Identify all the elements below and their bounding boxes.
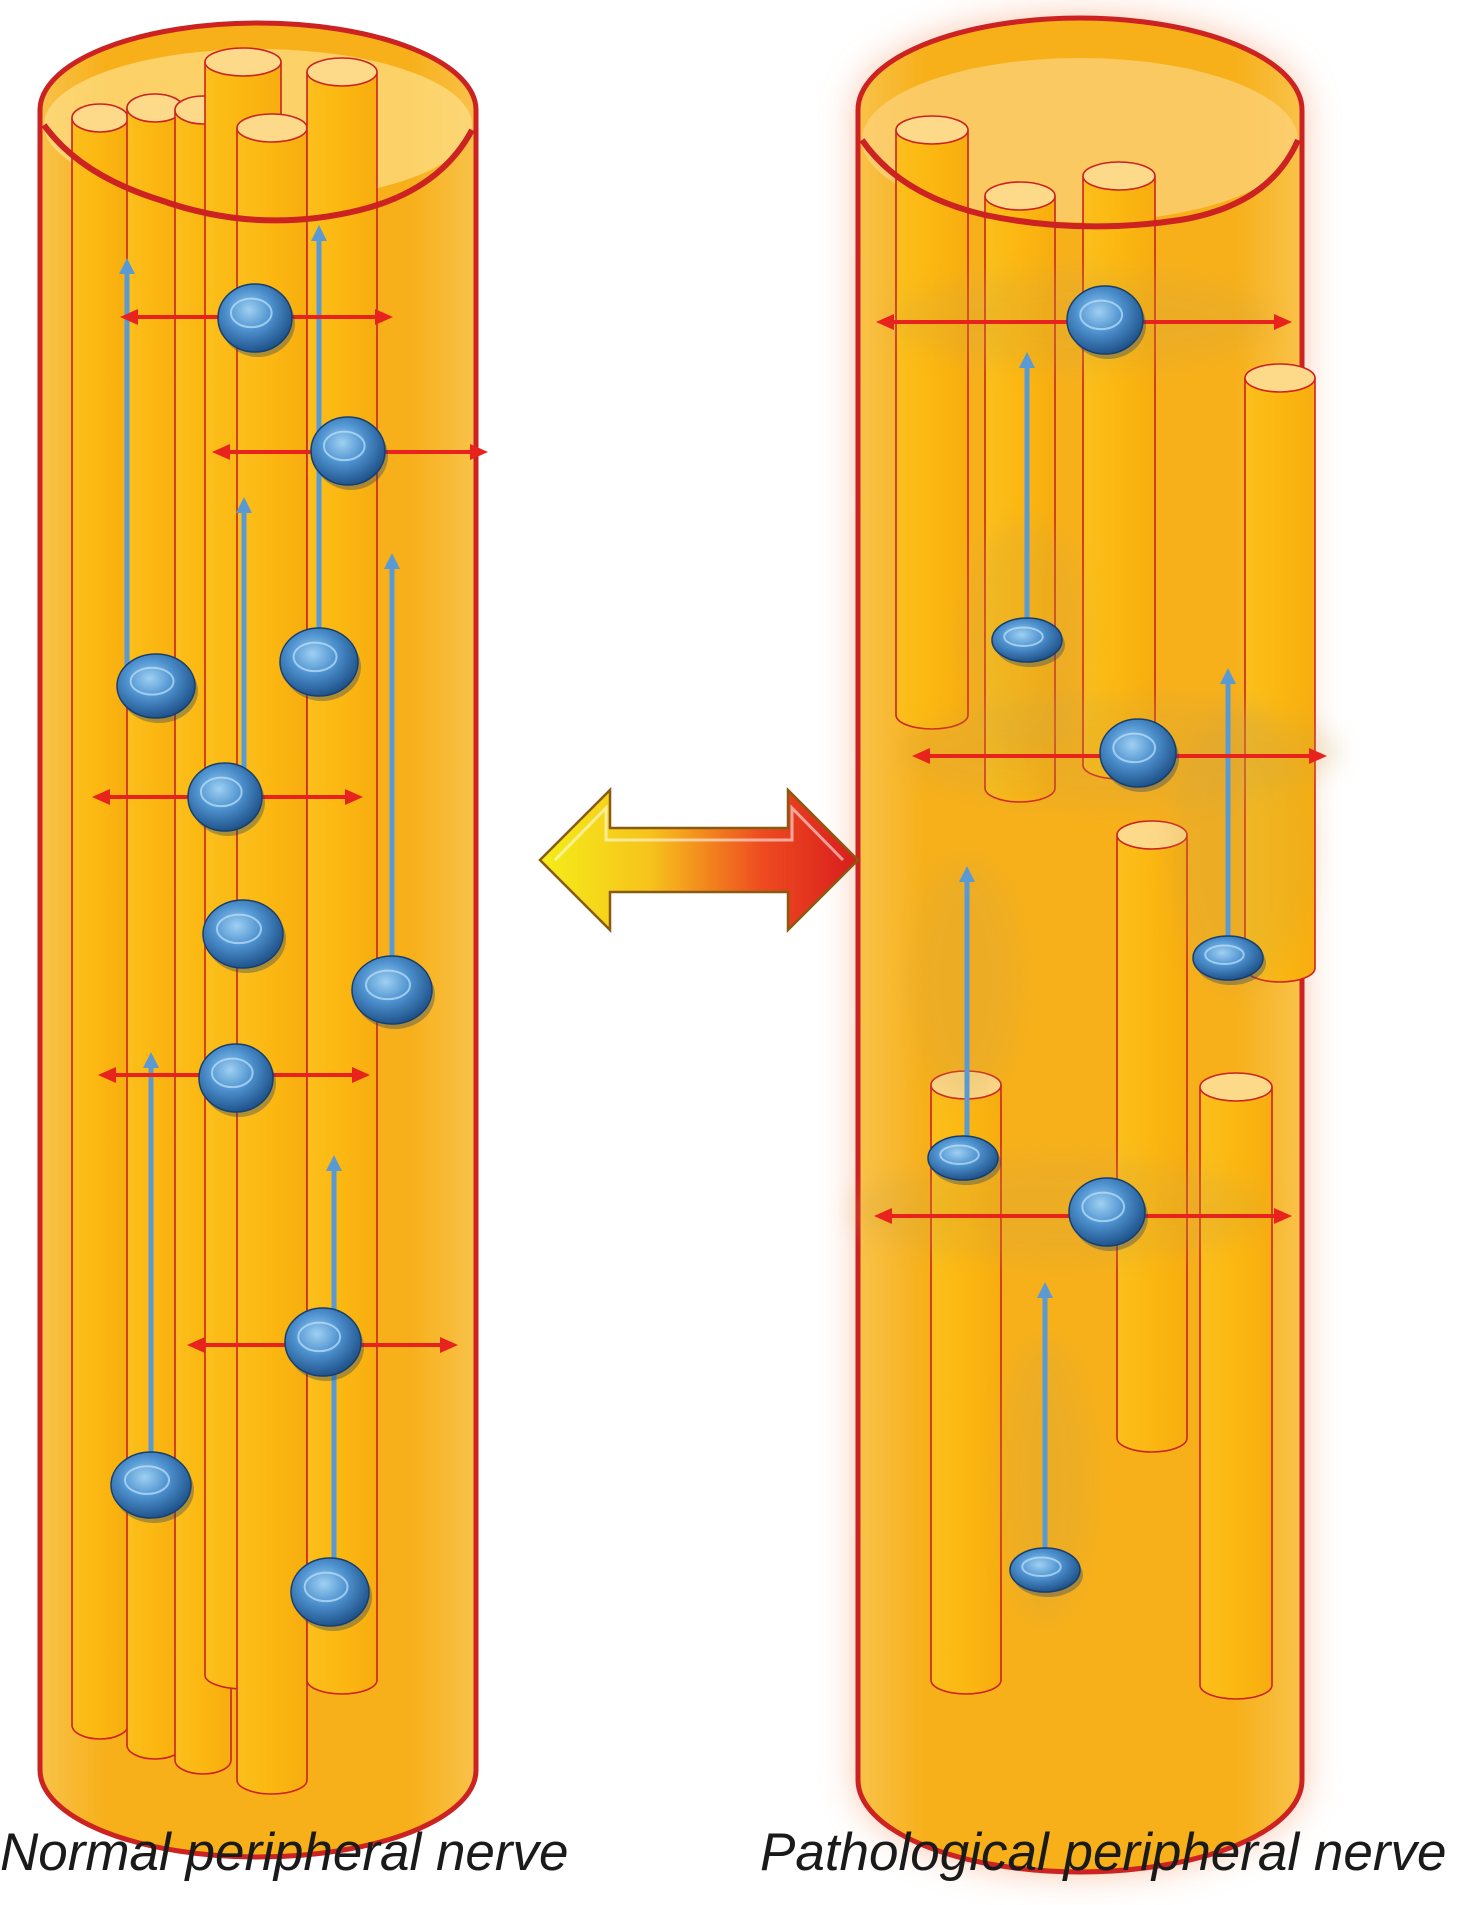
pathological-nerve-cells bbox=[927, 285, 1266, 1597]
nerve-fiber bbox=[1082, 161, 1156, 780]
longitudinal-arrow bbox=[1037, 1282, 1053, 1565]
cell-icon bbox=[1099, 718, 1179, 792]
longitudinal-arrow bbox=[143, 1052, 159, 1465]
normal-nerve bbox=[37, 20, 488, 1860]
edema-patch bbox=[1170, 710, 1310, 990]
pathological-nerve bbox=[850, 15, 1340, 1875]
nerve-fiber bbox=[1116, 820, 1188, 1453]
normal-nerve-arrows bbox=[92, 225, 488, 1590]
cell-icon bbox=[991, 617, 1065, 667]
pathological-nerve-top-face bbox=[862, 58, 1298, 222]
cell-icon bbox=[310, 416, 388, 490]
longitudinal-arrow bbox=[1220, 668, 1236, 955]
cell-icon bbox=[1192, 935, 1266, 985]
cell-icon bbox=[927, 1135, 1001, 1185]
cell-icon bbox=[116, 653, 198, 723]
cell-icon bbox=[351, 955, 435, 1029]
longitudinal-arrow bbox=[326, 1155, 342, 1590]
cell-icon bbox=[1009, 1547, 1083, 1597]
cell-icon bbox=[217, 283, 295, 357]
nerve-fiber bbox=[1199, 1072, 1273, 1700]
cell-icon bbox=[198, 1043, 276, 1117]
longitudinal-arrow bbox=[1019, 352, 1035, 630]
normal-nerve-rim-front bbox=[41, 123, 475, 224]
cell-icon bbox=[284, 1307, 364, 1381]
longitudinal-arrow bbox=[236, 497, 252, 795]
normal-nerve-caption: Normal peripheral nerve bbox=[0, 1823, 569, 1882]
normal-nerve-cells bbox=[110, 283, 435, 1631]
longitudinal-arrow bbox=[959, 866, 975, 1150]
pathological-nerve-rim-front bbox=[859, 138, 1301, 230]
cell-icon bbox=[290, 1557, 372, 1631]
cell-icon bbox=[187, 762, 265, 836]
pathological-nerve-caption: Pathological peripheral nerve bbox=[760, 1823, 1447, 1882]
comparison-double-arrow bbox=[538, 786, 860, 934]
edema-patch bbox=[850, 1158, 1270, 1262]
cell-icon bbox=[1066, 285, 1146, 359]
cell-icon bbox=[202, 899, 286, 973]
longitudinal-arrow bbox=[384, 553, 400, 988]
cell-icon bbox=[279, 627, 361, 701]
cell-icon bbox=[1068, 1177, 1148, 1251]
nerve-fiber bbox=[236, 113, 308, 1795]
cell-icon bbox=[110, 1451, 194, 1523]
longitudinal-arrow bbox=[119, 258, 135, 680]
